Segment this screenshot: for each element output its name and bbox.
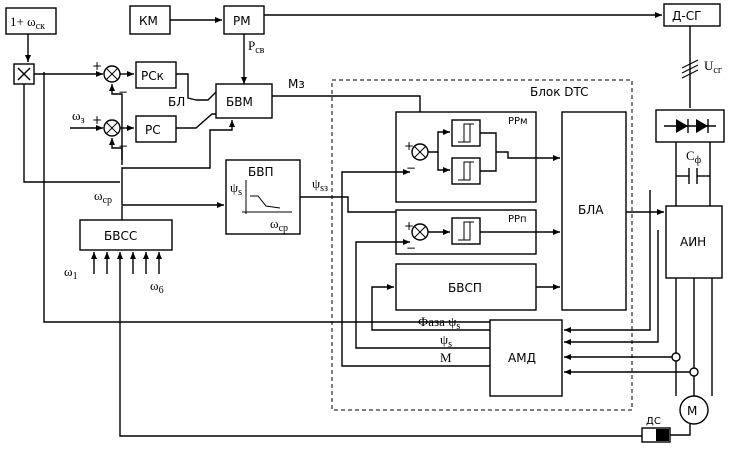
c-f-label: Сф — [686, 148, 702, 166]
d-sg-block — [663, 3, 721, 27]
sum1-minus: − — [118, 85, 128, 99]
feedback-sum2 — [109, 138, 123, 165]
u-sg-label: Uсг — [704, 58, 722, 76]
bvss-label: БВСС — [104, 229, 137, 243]
rs-label: РС — [145, 123, 161, 137]
sum2-plus: + — [92, 113, 102, 127]
bvss-block — [79, 219, 173, 251]
multiplier-cross-b — [17, 67, 31, 81]
p-sv-label: Pсв — [248, 38, 265, 56]
ds-label: ДС — [646, 416, 661, 427]
bvm-label: БВМ — [226, 95, 253, 109]
psi-out-label: ψs — [440, 332, 452, 350]
omega-sr-label: ωср — [94, 188, 112, 206]
rm-label: РМ — [233, 14, 251, 28]
mz-label: Мз — [288, 77, 305, 91]
svg-text:−: − — [406, 241, 416, 255]
psi-feedback-line — [355, 239, 490, 349]
bvsp-label: БВСП — [448, 281, 482, 295]
psi-sz-label: ψsз — [312, 176, 328, 194]
rrp-label: РРп — [508, 214, 527, 225]
amd-block — [489, 319, 563, 397]
bvp-label: БВП — [248, 165, 274, 179]
rsk-to-bvm — [196, 91, 217, 101]
omega6-label: ω6 — [150, 278, 164, 296]
motor-label: М — [687, 404, 697, 418]
omega1-label: ω1 — [64, 264, 78, 282]
dtc-block-label: Блок DTC — [530, 85, 589, 99]
rsk-output — [176, 73, 189, 80]
omega-sr-to-bvm — [121, 120, 235, 182]
bvp-omega-label: ωср — [270, 216, 288, 234]
omega-sk-label: 1+ ωск — [10, 14, 45, 32]
svg-text:+: + — [404, 219, 414, 233]
omega-sr-to-bvp — [121, 182, 224, 208]
sum2-minus: − — [118, 139, 128, 153]
faza-line — [371, 284, 490, 331]
km-label: КМ — [139, 14, 158, 28]
faza-label: Фаза ψs — [418, 314, 460, 332]
sum1-plus: + — [92, 59, 102, 73]
svg-text:−: − — [406, 161, 416, 175]
ain-label: АИН — [680, 235, 706, 249]
rrm-label: РРм — [508, 116, 528, 127]
amd-label: АМД — [508, 351, 536, 365]
m-feedback-line — [341, 169, 490, 367]
omega-z-label: ωз — [72, 108, 85, 126]
bvp-curve — [250, 195, 281, 209]
rs-k-block — [135, 61, 177, 89]
current-sensor-b — [689, 367, 699, 377]
m-out-label: М — [440, 350, 452, 365]
multiplier-feedback — [23, 84, 120, 183]
current-sensor-a — [671, 352, 681, 362]
motor — [679, 395, 709, 425]
ain-block — [665, 205, 723, 279]
feedback-sum1 — [109, 84, 123, 160]
svg-text:+: + — [404, 139, 414, 153]
rm-block — [223, 5, 265, 35]
bl-label: БЛ — [168, 95, 185, 109]
omega-sk-box — [5, 7, 57, 35]
bla-block — [561, 111, 627, 311]
rs-k-label: РСк — [141, 69, 164, 83]
bvp-psi-label: ψs — [230, 180, 242, 198]
left-feedback-loop — [43, 72, 540, 323]
bvsp-block — [395, 263, 537, 311]
d-sg-label: Д-СГ — [672, 9, 701, 23]
rs-block — [135, 115, 177, 143]
bvm-block — [215, 83, 273, 119]
bla-label: БЛА — [578, 203, 604, 217]
ds-to-bvss — [119, 274, 642, 437]
dtc-block-border — [331, 79, 633, 411]
